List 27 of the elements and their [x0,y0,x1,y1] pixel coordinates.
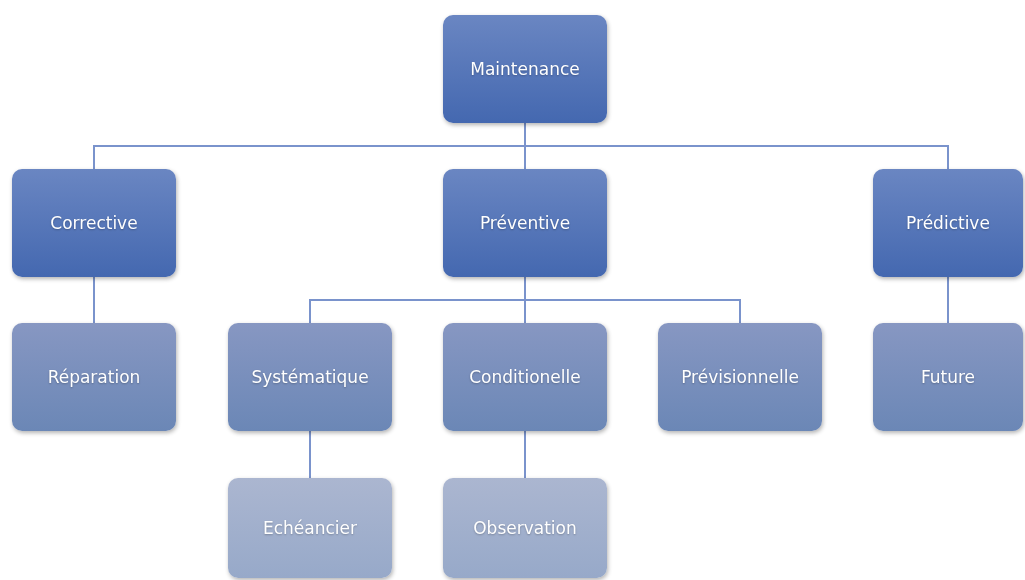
connector-line [524,430,526,479]
box-label: Systématique [251,367,369,387]
connector-line [947,276,949,324]
box-label: Prédictive [906,213,990,233]
box-label: Prévisionnelle [681,367,799,387]
process-box [228,323,392,431]
connector-line [93,276,95,324]
process-box [658,323,822,431]
connector-line [524,276,741,324]
box-label: Préventive [479,213,571,233]
process-box [443,478,607,578]
box-label: Observation [473,518,577,538]
box-label: Corrective [50,213,138,233]
process-box [443,15,607,123]
process-box [873,323,1023,431]
process-box [873,169,1023,277]
process-box [228,478,392,578]
box-label: Réparation [47,367,141,387]
process-box [443,169,607,277]
box-label: Conditionelle [469,367,581,387]
box-label: Future [920,367,976,387]
box-label: Maintenance [470,59,580,79]
process-box [443,323,607,431]
connector-line [309,430,311,479]
process-box [12,323,176,431]
process-box [12,169,176,277]
box-label: Echéancier [263,518,357,538]
